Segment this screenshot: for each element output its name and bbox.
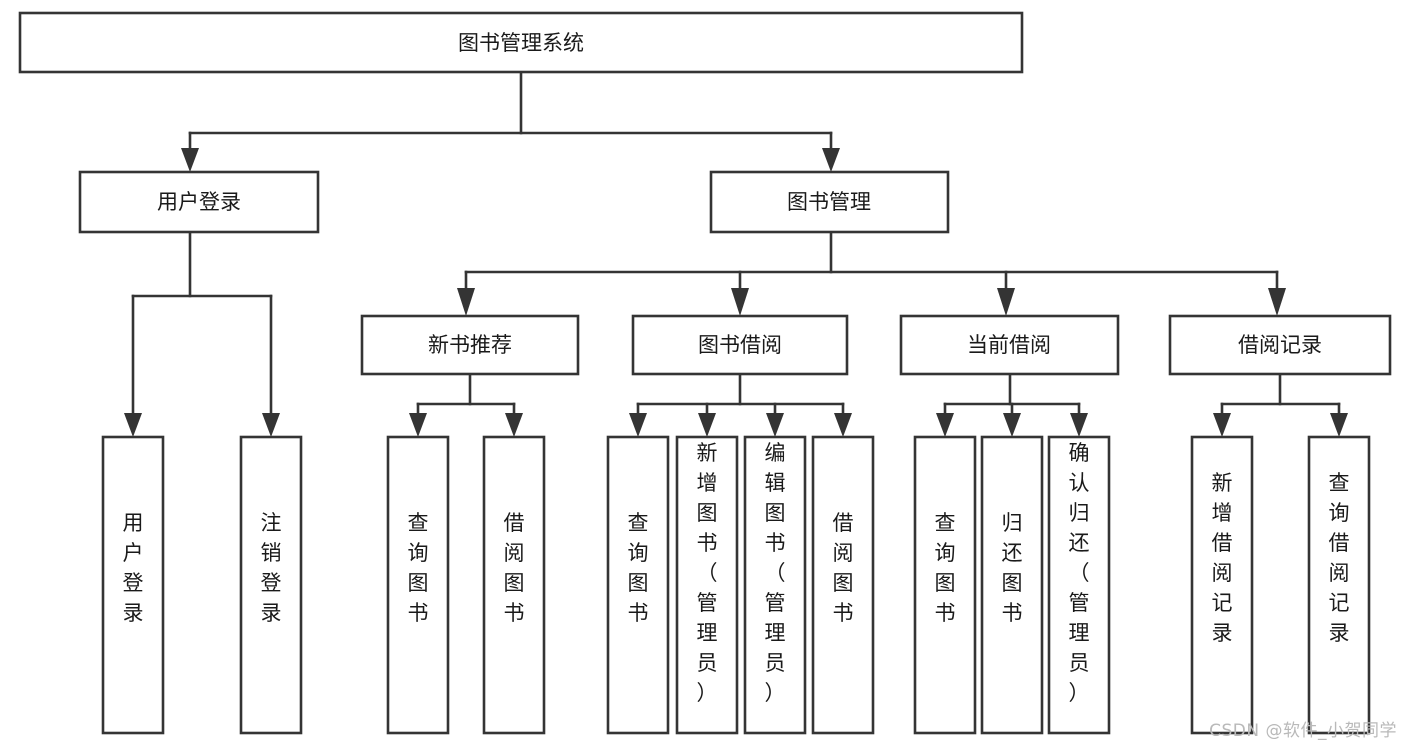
arrowhead-borrow bbox=[731, 288, 749, 316]
node-current[interactable]: 当前借阅 bbox=[899, 314, 1120, 376]
node-leaf-4[interactable]: 借阅图书 bbox=[482, 435, 546, 735]
node-bookmgmt-box[interactable] bbox=[709, 170, 950, 234]
arrowhead-login bbox=[181, 148, 199, 172]
node-leaf-13[interactable]: 查询借阅记录 bbox=[1307, 435, 1371, 735]
node-leaf-12-label: 新增借阅记录 bbox=[1212, 471, 1233, 645]
node-leaf-1-label: 用户登录 bbox=[123, 511, 144, 625]
arrowhead-leaf-9 bbox=[936, 413, 954, 437]
node-bookmgmt[interactable]: 图书管理 bbox=[709, 170, 950, 234]
arrowhead-leaf-1 bbox=[124, 413, 142, 437]
arrowhead-newbook bbox=[457, 288, 475, 316]
node-record-box[interactable] bbox=[1168, 314, 1392, 376]
node-leaf-5-box[interactable] bbox=[606, 435, 670, 735]
node-borrow[interactable]: 图书借阅 bbox=[631, 314, 849, 376]
node-borrow-box[interactable] bbox=[631, 314, 849, 376]
arrowhead-bookmgmt bbox=[822, 148, 840, 172]
connector-layer bbox=[124, 70, 1348, 437]
node-record[interactable]: 借阅记录 bbox=[1168, 314, 1392, 376]
node-current-box[interactable] bbox=[899, 314, 1120, 376]
arrowhead-leaf-5 bbox=[629, 413, 647, 437]
node-login-box[interactable] bbox=[78, 170, 320, 234]
node-leaf-3-label: 查询图书 bbox=[408, 511, 429, 625]
node-login-label: 用户登录 bbox=[157, 190, 241, 214]
node-leaf-5[interactable]: 查询图书 bbox=[606, 435, 670, 735]
arrowhead-leaf-13 bbox=[1330, 413, 1348, 437]
node-leaf-11-label: 确认归还（管理员） bbox=[1069, 441, 1090, 705]
arrowhead-current bbox=[997, 288, 1015, 316]
node-leaf-7-box[interactable] bbox=[743, 435, 807, 735]
node-leaf-2[interactable]: 注销登录 bbox=[239, 435, 303, 735]
arrowhead-leaf-12 bbox=[1213, 413, 1231, 437]
arrowhead-leaf-7 bbox=[766, 413, 784, 437]
node-leaf-3[interactable]: 查询图书 bbox=[386, 435, 450, 735]
arrowhead-record bbox=[1268, 288, 1286, 316]
node-leaf-12-box[interactable] bbox=[1190, 435, 1254, 735]
node-root-label: 图书管理系统 bbox=[458, 31, 584, 55]
node-leaf-4-box[interactable] bbox=[482, 435, 546, 735]
node-leaf-6[interactable]: 新增图书（管理员） bbox=[675, 435, 739, 735]
node-leaf-10[interactable]: 归还图书 bbox=[980, 435, 1044, 735]
node-newbook-box[interactable] bbox=[360, 314, 580, 376]
node-leaf-8-label: 借阅图书 bbox=[833, 511, 854, 625]
node-login[interactable]: 用户登录 bbox=[78, 170, 320, 234]
node-leaf-7[interactable]: 编辑图书（管理员） bbox=[743, 435, 807, 735]
node-leaf-12[interactable]: 新增借阅记录 bbox=[1190, 435, 1254, 735]
node-leaf-4-label: 借阅图书 bbox=[504, 511, 525, 625]
arrowhead-leaf-10 bbox=[1003, 413, 1021, 437]
node-bookmgmt-label: 图书管理 bbox=[787, 190, 871, 214]
node-newbook[interactable]: 新书推荐 bbox=[360, 314, 580, 376]
node-leaf-8-box[interactable] bbox=[811, 435, 875, 735]
node-leaf-11-box[interactable] bbox=[1047, 435, 1111, 735]
node-leaf-1-box[interactable] bbox=[101, 435, 165, 735]
node-current-label: 当前借阅 bbox=[967, 333, 1051, 357]
node-leaf-6-box[interactable] bbox=[675, 435, 739, 735]
node-leaf-1[interactable]: 用户登录 bbox=[101, 435, 165, 735]
node-record-label: 借阅记录 bbox=[1238, 333, 1322, 357]
arrowhead-leaf-3 bbox=[409, 413, 427, 437]
node-leaf-5-label: 查询图书 bbox=[628, 511, 649, 625]
node-leaf-2-box[interactable] bbox=[239, 435, 303, 735]
node-leaf-10-box[interactable] bbox=[980, 435, 1044, 735]
node-leaf-13-label: 查询借阅记录 bbox=[1329, 471, 1350, 645]
node-newbook-label: 新书推荐 bbox=[428, 333, 512, 357]
csdn-watermark: CSDN @软件_小贺同学 bbox=[1209, 721, 1397, 741]
node-leaf-9-box[interactable] bbox=[913, 435, 977, 735]
arrowhead-leaf-8 bbox=[834, 413, 852, 437]
node-leaf-9-label: 查询图书 bbox=[935, 511, 956, 625]
node-leaf-9[interactable]: 查询图书 bbox=[913, 435, 977, 735]
node-leaf-6-label: 新增图书（管理员） bbox=[697, 441, 718, 705]
node-leaf-2-label: 注销登录 bbox=[261, 511, 282, 625]
arrowhead-leaf-11 bbox=[1070, 413, 1088, 437]
arrowhead-leaf-2 bbox=[262, 413, 280, 437]
arrowhead-leaf-4 bbox=[505, 413, 523, 437]
arrowhead-leaf-6 bbox=[698, 413, 716, 437]
node-root[interactable]: 图书管理系统 bbox=[18, 11, 1024, 74]
node-leaf-10-label: 归还图书 bbox=[1002, 511, 1023, 625]
node-leaf-8[interactable]: 借阅图书 bbox=[811, 435, 875, 735]
node-leaf-3-box[interactable] bbox=[386, 435, 450, 735]
node-leaf-13-box[interactable] bbox=[1307, 435, 1371, 735]
node-root-box[interactable] bbox=[18, 11, 1024, 74]
node-leaf-7-label: 编辑图书（管理员） bbox=[765, 441, 786, 705]
node-borrow-label: 图书借阅 bbox=[698, 333, 782, 357]
node-leaf-11[interactable]: 确认归还（管理员） bbox=[1047, 435, 1111, 735]
